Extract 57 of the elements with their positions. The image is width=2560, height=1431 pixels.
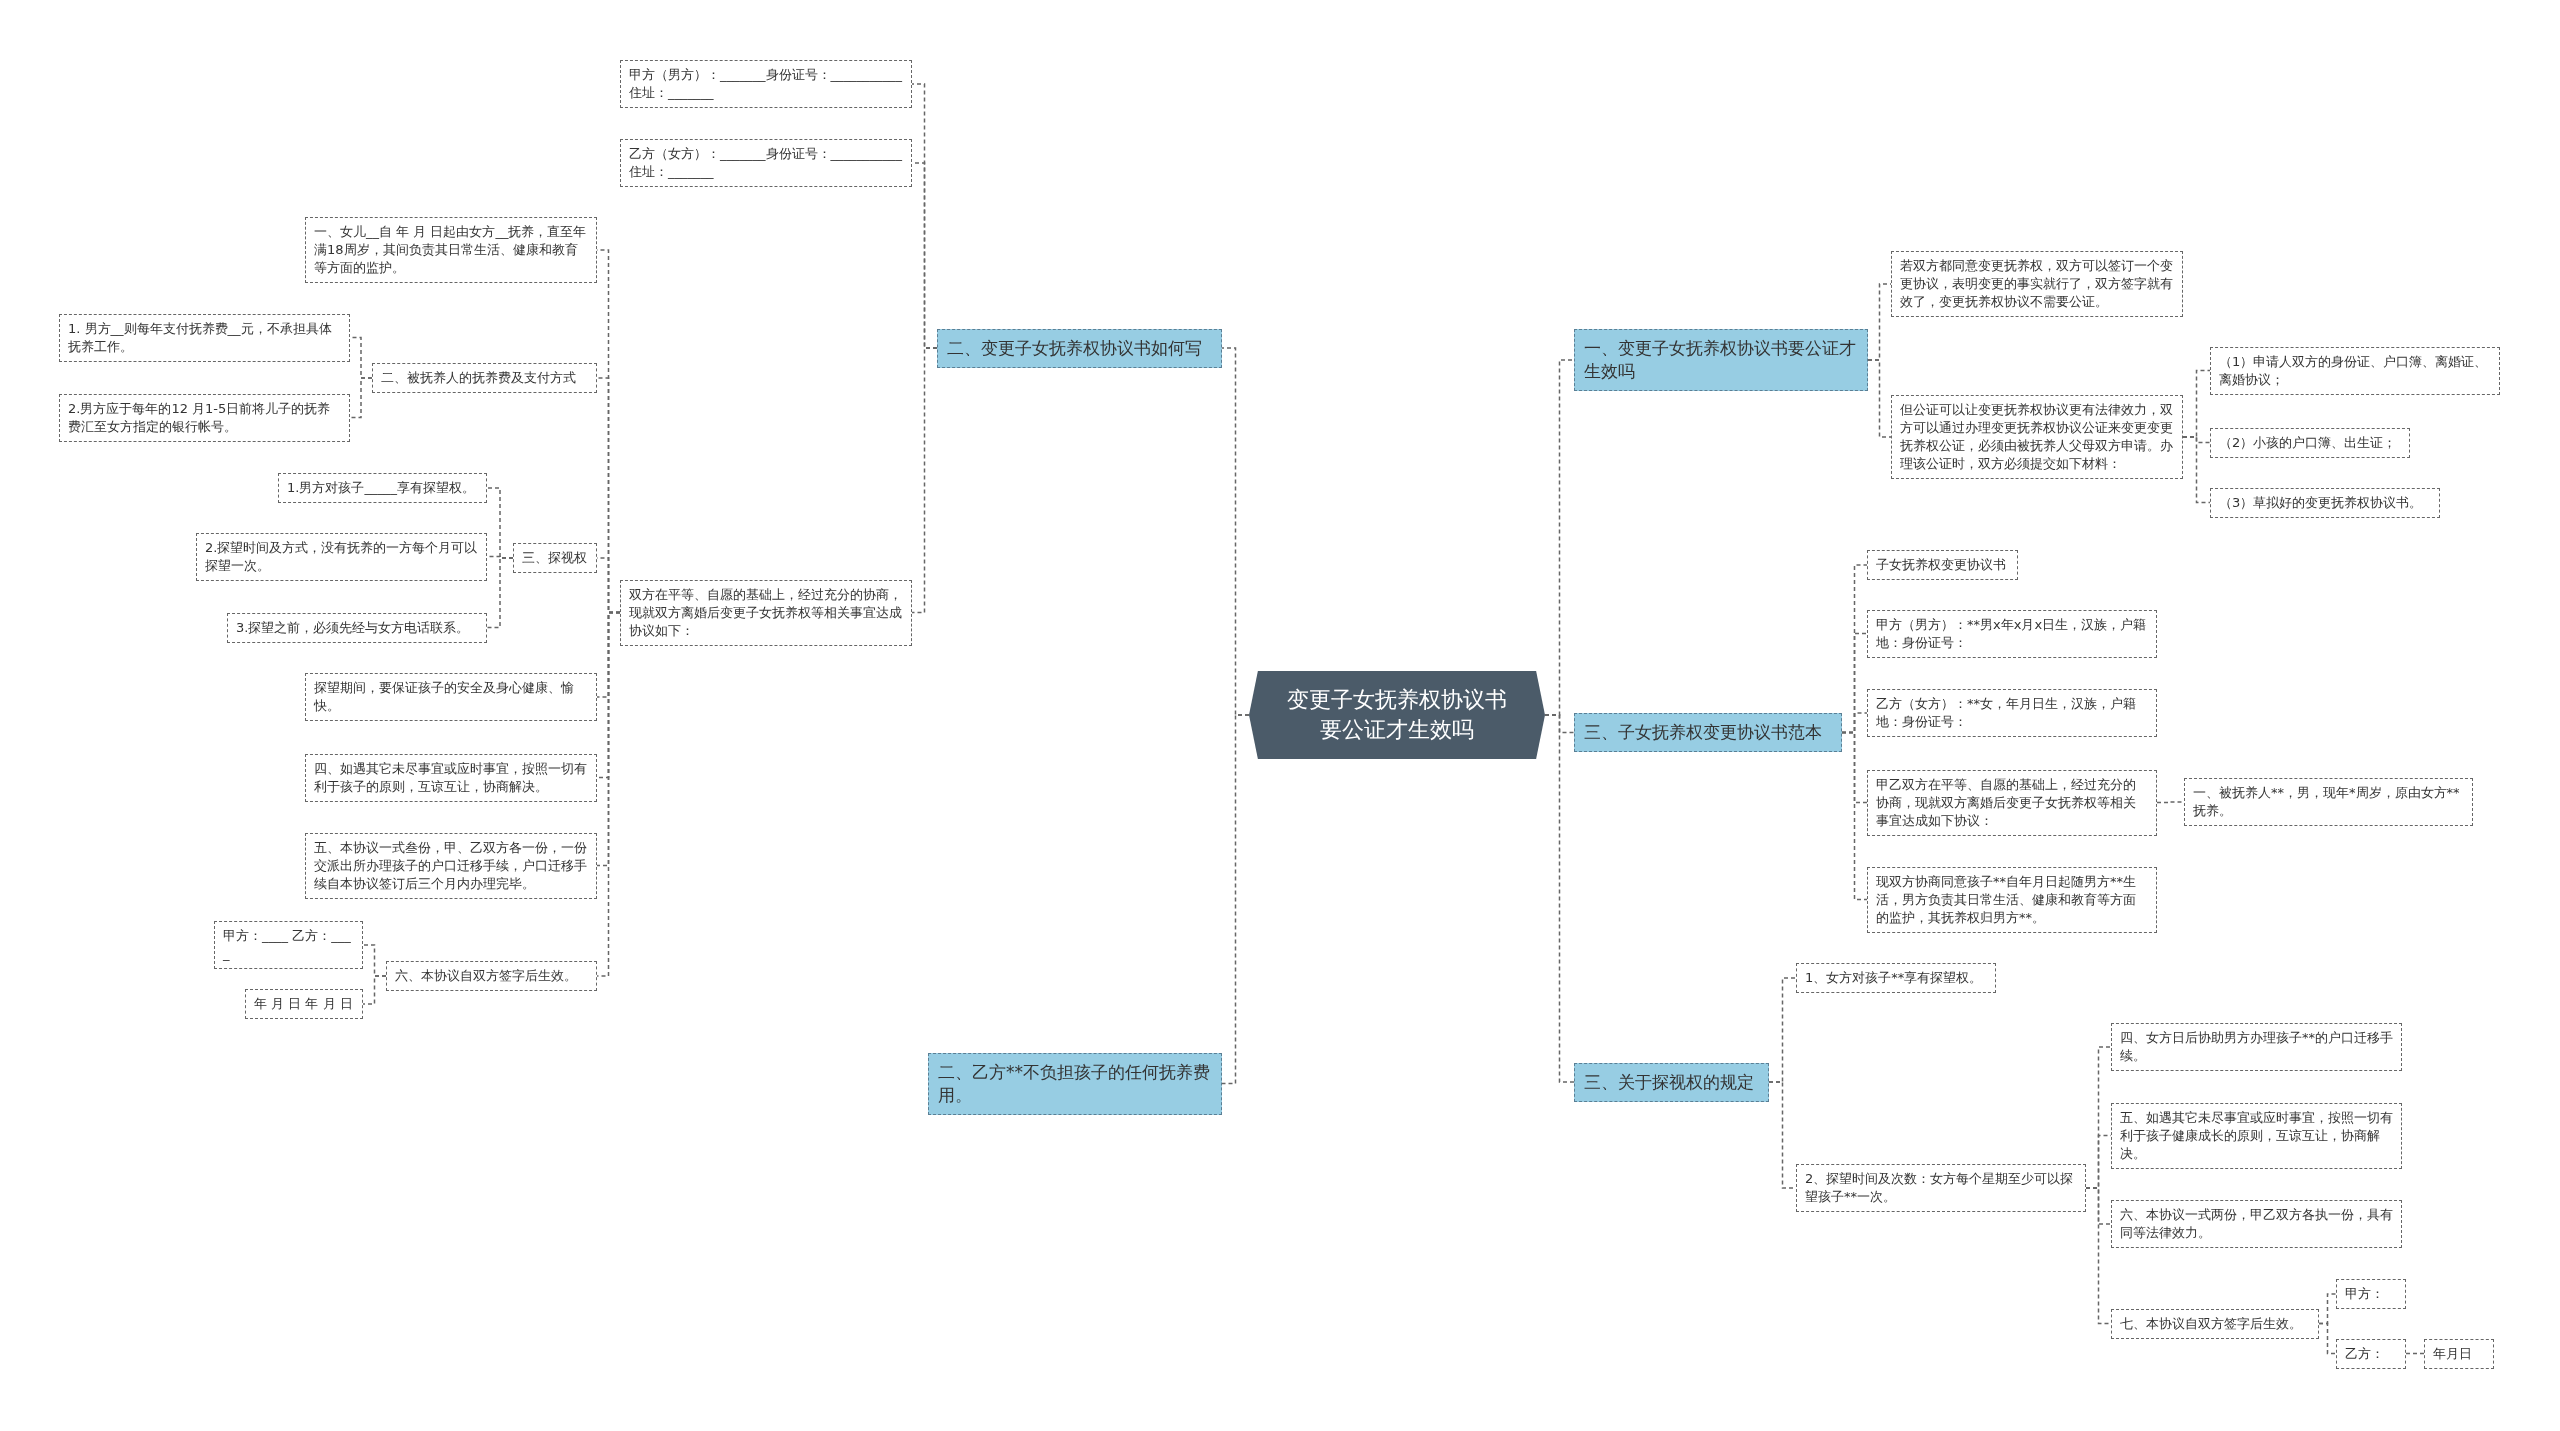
topic-box: 1. 男方__则每年支付抚养费__元，不承担具体抚养工作。 — [59, 313, 350, 362]
topic-box: 一、女儿__自 年 月 日起由女方__抚养，直至年满18周岁，其间负责其日常生活、健康和教育等方面的监护。 — [305, 217, 597, 283]
topic-box: 甲方（男方）：_______身份证号：___________住址：_______ — [620, 60, 912, 108]
topic-box: 子女抚养权变更协议书 — [1867, 550, 2018, 580]
topic-box: 二、被抚养人的抚养费及支付方式 — [372, 363, 597, 393]
connector-line — [2405, 1352, 2425, 1355]
connector-line — [349, 377, 373, 419]
topic-box: （1）申请人双方的身份证、户口簿、离婚证、离婚协议； — [2210, 346, 2500, 395]
topic-box: 甲方：____ 乙方：____ — [214, 921, 363, 969]
topic-box: 但公证可以让变更抚养权协议更有法律效力，双方可以通过办理变更抚养权协议公证来变更变更抚养权公证，必须由被抚养人父母双方申请。办理该公证时，双方必须提交如下材料： — [1891, 395, 2183, 479]
topic-box: 七、本协议自双方签字后生效。 — [2111, 1308, 2319, 1339]
topic-box: 2.探望时间及方式，没有抚养的一方每个月可以探望一次。 — [196, 532, 487, 581]
topic-box: 探望期间，要保证孩子的安全及身心健康、愉快。 — [305, 673, 597, 721]
topic-box: 乙方（女方）：**女，年月日生，汉族，户籍地：身份证号： — [1867, 689, 2157, 737]
topic-box: 甲方（男方）：**男x年x月x日生，汉族，户籍地：身份证号： — [1867, 609, 2157, 658]
topic-box: （2）小孩的户口簿、出生证； — [2210, 427, 2410, 458]
connector-line — [2182, 436, 2211, 504]
topic-box: 四、女方日后协助男方办理孩子**的户口迁移手续。 — [2111, 1023, 2402, 1071]
topic-box: 双方在平等、自愿的基础上，经过充分的协商，现就双方离婚后变更子女抚养权等相关事宜达成协议如下： — [620, 579, 912, 646]
topic-box: 若双方都同意变更抚养权，双方可以签订一个变更协议，表明变更的事实就行了，双方签字就有效了，变更抚养权协议不需要公证。 — [1891, 251, 2183, 317]
connector-line — [2085, 1187, 2112, 1325]
topic-box: （3）草拟好的变更抚养权协议书。 — [2210, 487, 2440, 518]
branch-topic-box: 二、变更子女抚养权协议书如何写 — [937, 328, 1222, 368]
connector-line — [2318, 1322, 2337, 1355]
topic-box: 1.男方对孩子_____享有探望权。 — [278, 473, 487, 503]
branch-topic-box: 三、关于探视权的规定 — [1574, 1062, 1769, 1102]
topic-box: 年 月 日 年 月 日 — [245, 989, 363, 1019]
topic-box: 六、本协议自双方签字后生效。 — [386, 961, 597, 991]
topic-box: 1、女方对孩子**享有探望权。 — [1796, 963, 1996, 993]
topic-box: 五、如遇其它未尽事宜或应时事宜，按照一切有利于孩子健康成长的原则，互谅互让，协商解决。 — [2111, 1102, 2402, 1169]
connector-line — [1867, 359, 1892, 438]
branch-topic-box: 二、乙方**不负担孩子的任何抚养费用。 — [928, 1052, 1222, 1115]
topic-box: 一、被抚养人**，男，现年*周岁，原由女方**抚养。 — [2184, 778, 2473, 826]
connector-line — [911, 347, 938, 614]
topic-box: 甲乙双方在平等、自愿的基础上，经过充分的协商，现就双方离婚后变更子女抚养权等相关事宜达成如下协议： — [1867, 769, 2157, 836]
topic-box: 现双方协商同意孩子**自年月日起随男方**生活，男方负责其日常生活、健康和教育等方面的监护，其抚养权归男方**。 — [1867, 866, 2157, 933]
topic-box: 2.男方应于每年的12 月1-5日前将儿子的抚养费汇至女方指定的银行帐号。 — [59, 393, 350, 442]
topic-box: 乙方（女方）：_______身份证号：___________住址：_______ — [620, 139, 912, 187]
topic-box: 甲方： — [2336, 1279, 2406, 1309]
topic-box: 四、如遇其它未尽事宜或应时事宜，按照一切有利于孩子的原则，互谅互让，协商解决。 — [305, 753, 597, 802]
branch-topic-box: 一、变更子女抚养权协议书要公证才生效吗 — [1574, 329, 1868, 391]
topic-box: 六、本协议一式两份，甲乙双方各执一份，具有同等法律效力。 — [2111, 1200, 2402, 1248]
topic-box: 年月日 — [2424, 1338, 2494, 1369]
topic-box: 3.探望之前，必须先经与女方电话联系。 — [227, 612, 487, 643]
connector-line — [486, 557, 514, 629]
connector-line — [596, 611, 621, 977]
connector-line — [1841, 731, 1868, 901]
topic-box: 乙方： — [2336, 1338, 2406, 1369]
topic-box: 五、本协议一式叁份，甲、乙双方各一份，一份交派出所办理孩子的户口迁移手续，户口迁移手续自本协议签订后三个月内办理完毕。 — [305, 832, 597, 899]
connector-line — [362, 975, 387, 1005]
connector-line — [1221, 714, 1250, 1085]
topic-box: 2、探望时间及次数：女方每个星期至少可以探望孩子**一次。 — [1796, 1164, 2086, 1212]
connector-line — [1544, 714, 1575, 1083]
branch-topic-box: 三、子女抚养权变更协议书范本 — [1574, 713, 1842, 752]
connector-line — [2156, 801, 2185, 804]
central-topic-box: 变更子女抚养权协议书要公证才生效吗 — [1249, 671, 1545, 759]
topic-box: 三、探视权 — [513, 543, 597, 573]
